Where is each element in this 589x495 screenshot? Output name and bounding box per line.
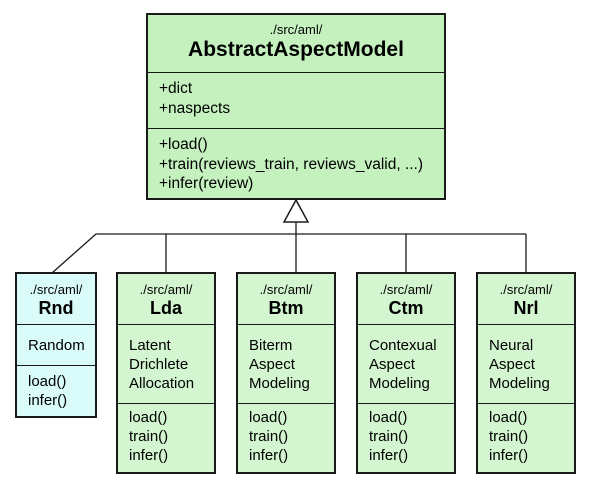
- method: +load(): [159, 136, 208, 153]
- class-name: Nrl: [513, 298, 539, 318]
- class-name: Ctm: [388, 298, 424, 318]
- class-btm: ./src/aml/ Btm Biterm Aspect Modeling lo…: [236, 272, 336, 474]
- description-line: Neural: [489, 337, 534, 354]
- method: train(): [369, 428, 409, 445]
- class-name: Rnd: [38, 298, 74, 318]
- method: infer(): [129, 447, 169, 464]
- description-line: Modeling: [489, 375, 550, 392]
- method: load(): [249, 409, 288, 426]
- class-rnd: ./src/aml/ Rnd Random load() infer(): [15, 272, 97, 418]
- class-description: Biterm Aspect Modeling: [238, 324, 334, 403]
- description-line: Aspect: [369, 356, 415, 373]
- class-attributes: +dict +naspects: [148, 72, 444, 128]
- description-line: Aspect: [489, 356, 535, 373]
- description-line: Latent: [129, 337, 171, 354]
- class-path: ./src/aml/: [499, 282, 553, 297]
- class-methods: load() train() infer(): [358, 403, 454, 472]
- method: load(): [489, 409, 528, 426]
- method: +train(reviews_train, reviews_valid, ...…: [159, 155, 424, 173]
- description-line: Modeling: [369, 375, 430, 392]
- description-line: Contexual: [369, 337, 437, 354]
- class-methods: load() train() infer(): [118, 403, 214, 472]
- class-name: Lda: [149, 298, 182, 318]
- class-path: ./src/aml/: [259, 282, 313, 297]
- method: infer(): [369, 447, 409, 464]
- attribute: +dict: [159, 80, 193, 97]
- class-description: Neural Aspect Modeling: [478, 324, 574, 403]
- method: infer(): [28, 392, 68, 409]
- method: infer(): [489, 447, 529, 464]
- method: load(): [369, 409, 408, 426]
- class-nrl: ./src/aml/ Nrl Neural Aspect Modeling lo…: [476, 272, 576, 474]
- method: train(): [129, 428, 169, 445]
- class-abstract-aspect-model: ./src/aml/ AbstractAspectModel +dict +na…: [146, 13, 446, 200]
- method: load(): [129, 409, 168, 426]
- class-methods: +load() +train(reviews_train, reviews_va…: [148, 128, 444, 198]
- class-path: ./src/aml/: [29, 282, 83, 297]
- class-header: ./src/aml/ Lda: [118, 274, 214, 324]
- class-description: Contexual Aspect Modeling: [358, 324, 454, 403]
- description-line: Random: [28, 337, 85, 354]
- class-description: Latent Drichlete Allocation: [118, 324, 214, 403]
- class-header: ./src/aml/ Ctm: [358, 274, 454, 324]
- class-name: Btm: [268, 298, 304, 318]
- class-methods: load() train() infer(): [478, 403, 574, 472]
- class-lda: ./src/aml/ Lda Latent Drichlete Allocati…: [116, 272, 216, 474]
- class-methods: load() train() infer(): [238, 403, 334, 472]
- attribute: +naspects: [159, 99, 231, 117]
- class-description: Random: [17, 324, 95, 365]
- method: train(): [249, 428, 289, 445]
- class-path: ./src/aml/: [379, 282, 433, 297]
- description-line: Modeling: [249, 375, 310, 392]
- class-ctm: ./src/aml/ Ctm Contexual Aspect Modeling…: [356, 272, 456, 474]
- branch-line-rnd: [51, 233, 97, 274]
- class-header: ./src/aml/ AbstractAspectModel: [148, 15, 444, 72]
- class-header: ./src/aml/ Btm: [238, 274, 334, 324]
- description-line: Allocation: [129, 375, 195, 392]
- inheritance-arrow-icon: [282, 198, 310, 223]
- method: +infer(review): [159, 175, 254, 192]
- class-path: ./src/aml/: [139, 282, 193, 297]
- description-line: Aspect: [249, 356, 295, 373]
- method: infer(): [249, 447, 289, 464]
- class-header: ./src/aml/ Nrl: [478, 274, 574, 324]
- description-line: Biterm: [249, 337, 293, 354]
- class-path: ./src/aml/: [269, 22, 323, 37]
- description-line: Drichlete: [129, 356, 189, 373]
- class-name: AbstractAspectModel: [188, 38, 404, 61]
- method: train(): [489, 428, 529, 445]
- class-header: ./src/aml/ Rnd: [17, 274, 95, 324]
- method: load(): [28, 373, 67, 390]
- class-methods: load() infer(): [17, 365, 95, 416]
